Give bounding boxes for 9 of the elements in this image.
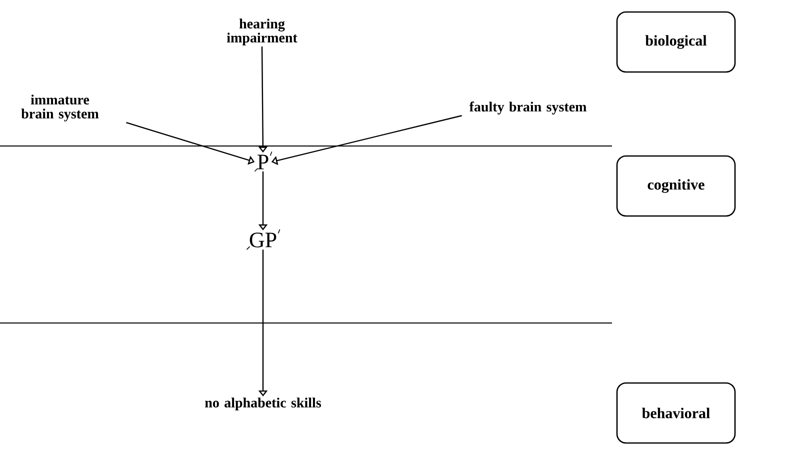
- level-box: cognitive: [616, 155, 736, 217]
- node-label: no alphabetic skills: [205, 398, 322, 410]
- node-label: immature brain system: [21, 94, 99, 122]
- node-label: hearing impairment: [226, 18, 298, 46]
- symbol-label: GP: [250, 232, 276, 248]
- level-box: biological: [616, 11, 736, 73]
- node-label: faulty brain system: [469, 102, 586, 114]
- symbol-label: P: [258, 154, 268, 170]
- level-box: behavioral: [616, 382, 736, 444]
